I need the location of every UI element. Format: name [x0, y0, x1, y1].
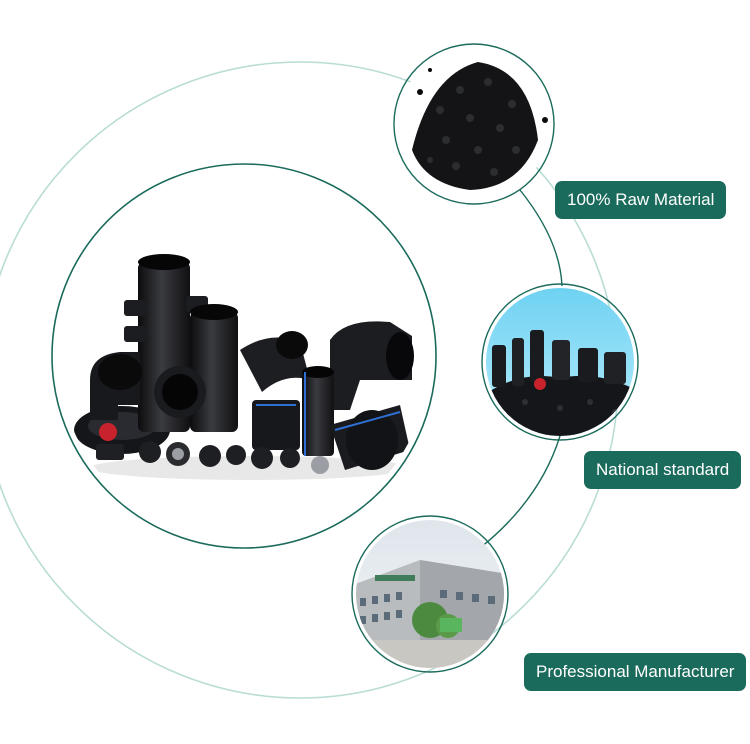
fittings-on-granules-image	[481, 283, 639, 441]
factory-image	[351, 515, 509, 673]
granules-image	[393, 43, 555, 205]
main-product-image	[58, 170, 430, 542]
feature-ring	[479, 189, 563, 549]
feature-badge-professional-manufacturer: Professional Manufacturer	[524, 653, 747, 691]
feature-badge-national-standard: National standard	[584, 451, 742, 489]
feature-badge-raw-material: 100% Raw Material	[555, 181, 727, 219]
